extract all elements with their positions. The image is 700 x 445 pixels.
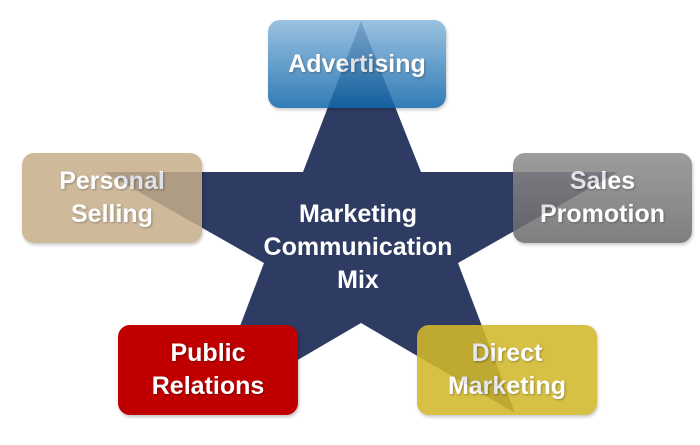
direct-marketing-line-1: Direct (471, 339, 543, 367)
direct-marketing-line-2: Marketing (447, 372, 567, 400)
sales-promotion-line-1: Sales (569, 167, 636, 195)
center-line-2: Communication (263, 233, 453, 261)
sales-promotion-line-2: Promotion (540, 200, 665, 228)
public-relations-line-2: Relations (151, 372, 265, 400)
public-relations-line-1: Public (170, 339, 246, 367)
center-label: Marketing Communication Mix (230, 198, 486, 297)
star-polygon (104, 21, 618, 413)
personal-selling-line-2: Selling (71, 200, 153, 228)
advertising-box: Advertising (268, 20, 446, 108)
center-line-3: Mix (337, 266, 379, 294)
center-line-1: Marketing (298, 200, 418, 228)
personal-selling-line-1: Personal (59, 167, 165, 195)
advertising-label: Advertising (288, 49, 426, 78)
